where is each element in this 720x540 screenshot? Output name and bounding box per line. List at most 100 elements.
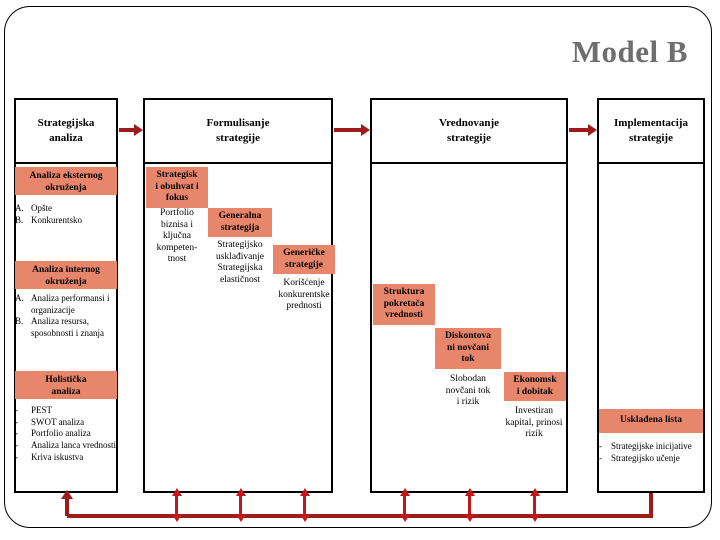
text-line: konkurentske [278,289,330,300]
band-uskladjena-lista[interactable]: Usklađena lista [599,409,703,433]
band-line: strategije [285,259,323,270]
band-analiza-internog-okruzenja[interactable]: Analiza internog okruženja [15,261,117,289]
item-text: SWOT analiza [31,416,85,427]
column-body-strategijska-analiza [14,164,118,493]
text-line: biznisa i [161,219,193,230]
list-item: A. Analiza performansi i organizacije [15,293,117,316]
band-holisticka-analiza[interactable]: Holistička analiza [15,371,117,399]
list-interno: A. Analiza performansi i organizacije B.… [15,293,117,340]
list-item: - Analiza lanca vrednosti [15,440,117,452]
item-marker: A. [15,203,24,213]
list-item: B. Analiza resursa, sposobnosti i znanja [15,316,117,339]
flow-arrow-3 [569,124,597,136]
feedback-arrow-left [61,490,73,516]
text-line: rizik [525,429,543,440]
item-text: Portfolio analiza [31,428,91,439]
list-eksterno: A. Opšte B. Konkurentsko [15,203,117,226]
text-line: Portfolio [160,208,194,218]
column-header-formulisanje-strategije[interactable]: Formulisanje strategije [143,98,333,164]
block-struktura-pokretaca-vrednosti[interactable]: Struktura pokretača vrednosti [373,284,435,325]
band-line: Generičke [283,248,325,258]
list-item: - Strategijsko učenje [599,453,703,465]
band-line: Strategisk [156,170,198,180]
text-line: prednosti [286,301,322,312]
item-marker: - [599,441,602,451]
block-ekonomski-dobitak[interactable]: Ekonomsk i dobitak [504,372,566,402]
text-line: kompeten- [156,242,198,253]
band-line: Generalna [218,211,262,221]
item-text: Analiza performansi i organizacije [31,293,110,315]
page-title: Model B [571,34,688,69]
feedback-line [67,514,653,518]
feedback-riser-right [649,493,653,518]
list-item: - SWOT analiza [15,417,117,429]
flow-arrow-2 [334,124,370,136]
feedback-double-arrow [171,488,182,522]
item-text: Strategijsko učenje [611,452,680,463]
item-marker: - [15,405,18,415]
text-strategijsko-usklađivanje: Strategijsko usklađivanje Strategijska e… [205,240,275,286]
item-text: PEST [31,405,53,415]
band-line: i dobitak [516,386,554,397]
block-generalna-strategija[interactable]: Generalna strategija [208,208,272,238]
text-line: i rizik [456,397,480,408]
list-item: - Portfolio analiza [15,428,117,440]
band-line: strategija [220,222,260,233]
band-analiza-eksternog-okruzenja[interactable]: Analiza eksternog okruženja [15,167,117,195]
list-implementacija: - Strategijske inicijative - Strategijsk… [599,441,703,464]
item-marker: A. [15,293,24,303]
column-header-strategijska-analiza[interactable]: Strategijska analiza [14,98,118,164]
text-investiran-kapital: Investiran kapital, prinosi rizik [494,406,574,441]
item-text: Analiza lanca vrednosti [31,440,116,451]
list-item: - Kriva iskustva [15,452,117,464]
band-line1: Analiza eksternog [29,171,103,181]
text-line: tnost [167,254,187,265]
text-line: Korišćenje [283,278,325,288]
band-line: fokus [165,193,189,204]
band-line1: Analiza internog [32,265,100,275]
item-text: Opšte [31,203,52,213]
col4-head-line2: strategije [629,132,673,144]
text-line: Strategijska [217,263,263,274]
text-line: Investiran [515,406,553,416]
col1-head-line2: analiza [49,132,83,144]
feedback-double-arrow [399,488,410,522]
list-item: - Strategijske inicijative [599,441,703,453]
column-header-implementacija-strategije[interactable]: Implementacija strategije [597,98,705,164]
list-item: B. Konkurentsko [15,215,117,227]
block-genericke-strategije[interactable]: Generičke strategije [273,245,335,275]
band-line: vrednosti [385,310,423,321]
feedback-double-arrow [529,488,540,522]
item-text: Analiza resursa, sposobnosti i znanja [31,316,104,339]
column-body-implementacija-strategije [597,164,705,493]
band-line: tok [461,354,475,365]
item-text: Kriva iskustva [31,451,84,462]
block-diskontovani-novcani-tok[interactable]: Diskontova ni novčani tok [435,328,501,369]
band-line2: okruženja [45,276,87,287]
item-marker: B. [15,214,24,225]
band-line: Ekonomsk [513,375,557,385]
block-strategiski-obuhvat-fokus[interactable]: Strategisk i obuhvat i fokus [146,167,208,208]
col3-head-line1: Vrednovanje [438,117,500,130]
band-line: i obuhvat i [155,181,199,192]
text-line: elastičnost [219,274,261,285]
list-holisticka: - PEST - SWOT analiza - Portfolio analiz… [15,405,117,463]
text-slobodan-novcani-tok: Slobodan novčani tok i rizik [430,374,506,409]
item-text: Strategijske inicijative [611,441,692,451]
text-koriscenje-konkurentske-prednosti: Korišćenje konkurentske prednosti [266,278,342,313]
text-line: Strategijsko [217,240,263,250]
feedback-double-arrow [464,488,475,522]
band-line1: Holistička [45,375,87,385]
band-line2: okruženja [45,182,87,193]
column-header-vrednovanje-strategije[interactable]: Vrednovanje strategije [370,98,568,164]
col2-head-line2: strategije [216,132,260,144]
col3-head-line2: strategije [447,132,491,144]
item-marker: - [15,440,18,451]
col1-head-line1: Strategijska [37,117,95,130]
band-line: Diskontova [445,331,491,341]
text-line: usklađivanje [215,251,264,262]
item-marker: - [15,416,18,427]
text-line: kapital, prinosi [505,417,563,428]
list-item: A. Opšte [15,203,117,215]
band-line2: analiza [51,386,81,397]
